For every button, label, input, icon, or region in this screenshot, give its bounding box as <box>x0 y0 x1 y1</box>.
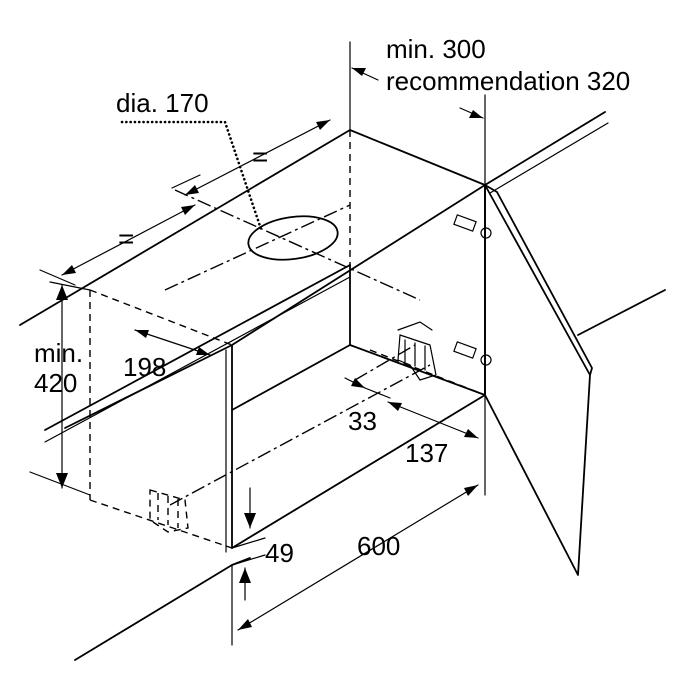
dim-600-line <box>237 484 479 631</box>
ext-33 <box>364 387 391 399</box>
centerline-rail-long <box>169 364 431 506</box>
open-door <box>453 184 593 576</box>
duct-hole <box>247 215 339 261</box>
ext-line-left-a <box>39 269 76 286</box>
cabinet-front-top-edge <box>231 184 486 346</box>
dim-198-line <box>134 329 211 356</box>
left-rail <box>64 344 233 429</box>
dim-137-line <box>387 401 479 439</box>
wall-cabinet-outline <box>19 111 666 661</box>
label-min: min. <box>34 338 83 368</box>
hidden-bottom-left <box>89 499 233 549</box>
lower-hinge-icon <box>453 341 492 366</box>
hidden-top-left-edge <box>89 289 233 346</box>
door-panel-edge <box>484 184 593 376</box>
hidden-lines <box>89 130 486 549</box>
ext-420-top <box>49 281 91 291</box>
dimension-lines <box>29 41 486 646</box>
hidden-right-bottom <box>369 349 486 396</box>
right-mounting-bracket-icon <box>397 321 437 381</box>
label-49: 49 <box>265 538 294 568</box>
dia-leader-dotted <box>120 120 264 234</box>
dim-equal-top-line <box>184 119 331 196</box>
right-floor-line <box>577 289 666 336</box>
cabinet-inner-shelf-edge <box>231 344 351 411</box>
label-recommendation-320: recommendation 320 <box>386 66 630 96</box>
label-33: 33 <box>348 406 377 436</box>
cabinet-top-front-edge <box>44 264 351 431</box>
ext-420-bottom <box>29 471 91 496</box>
center-lines <box>164 189 431 506</box>
cabinet-top-front-edge-inner <box>44 276 351 443</box>
left-mounting-bracket-icon <box>149 489 189 533</box>
hidden-bottom-back <box>231 394 486 549</box>
label-min-300: min. 300 <box>386 34 486 64</box>
ext-49-a <box>231 537 266 549</box>
right-rail-lower <box>489 122 609 194</box>
label-137: 137 <box>405 438 448 468</box>
right-rail-upper <box>484 111 606 186</box>
label-equal-top: = <box>252 141 268 172</box>
label-equal-left: = <box>118 223 134 254</box>
label-600: 600 <box>357 531 400 561</box>
label-198: 198 <box>123 352 166 382</box>
ext-49-b <box>231 554 266 566</box>
cabinet-top-right-edge <box>349 129 486 186</box>
ext-line-top-a <box>171 174 201 189</box>
centerline-top-cross <box>164 204 351 291</box>
cabinet-top-back-edge <box>19 129 351 326</box>
label-dia-170: dia. 170 <box>116 88 209 118</box>
upper-hinge-icon <box>453 214 492 239</box>
door-panel-outline <box>484 184 591 576</box>
label-420: 420 <box>34 368 77 398</box>
dim-equal-left-line <box>61 204 196 276</box>
floor-line-front <box>74 564 233 661</box>
centerline-top-diagonal <box>174 189 421 301</box>
